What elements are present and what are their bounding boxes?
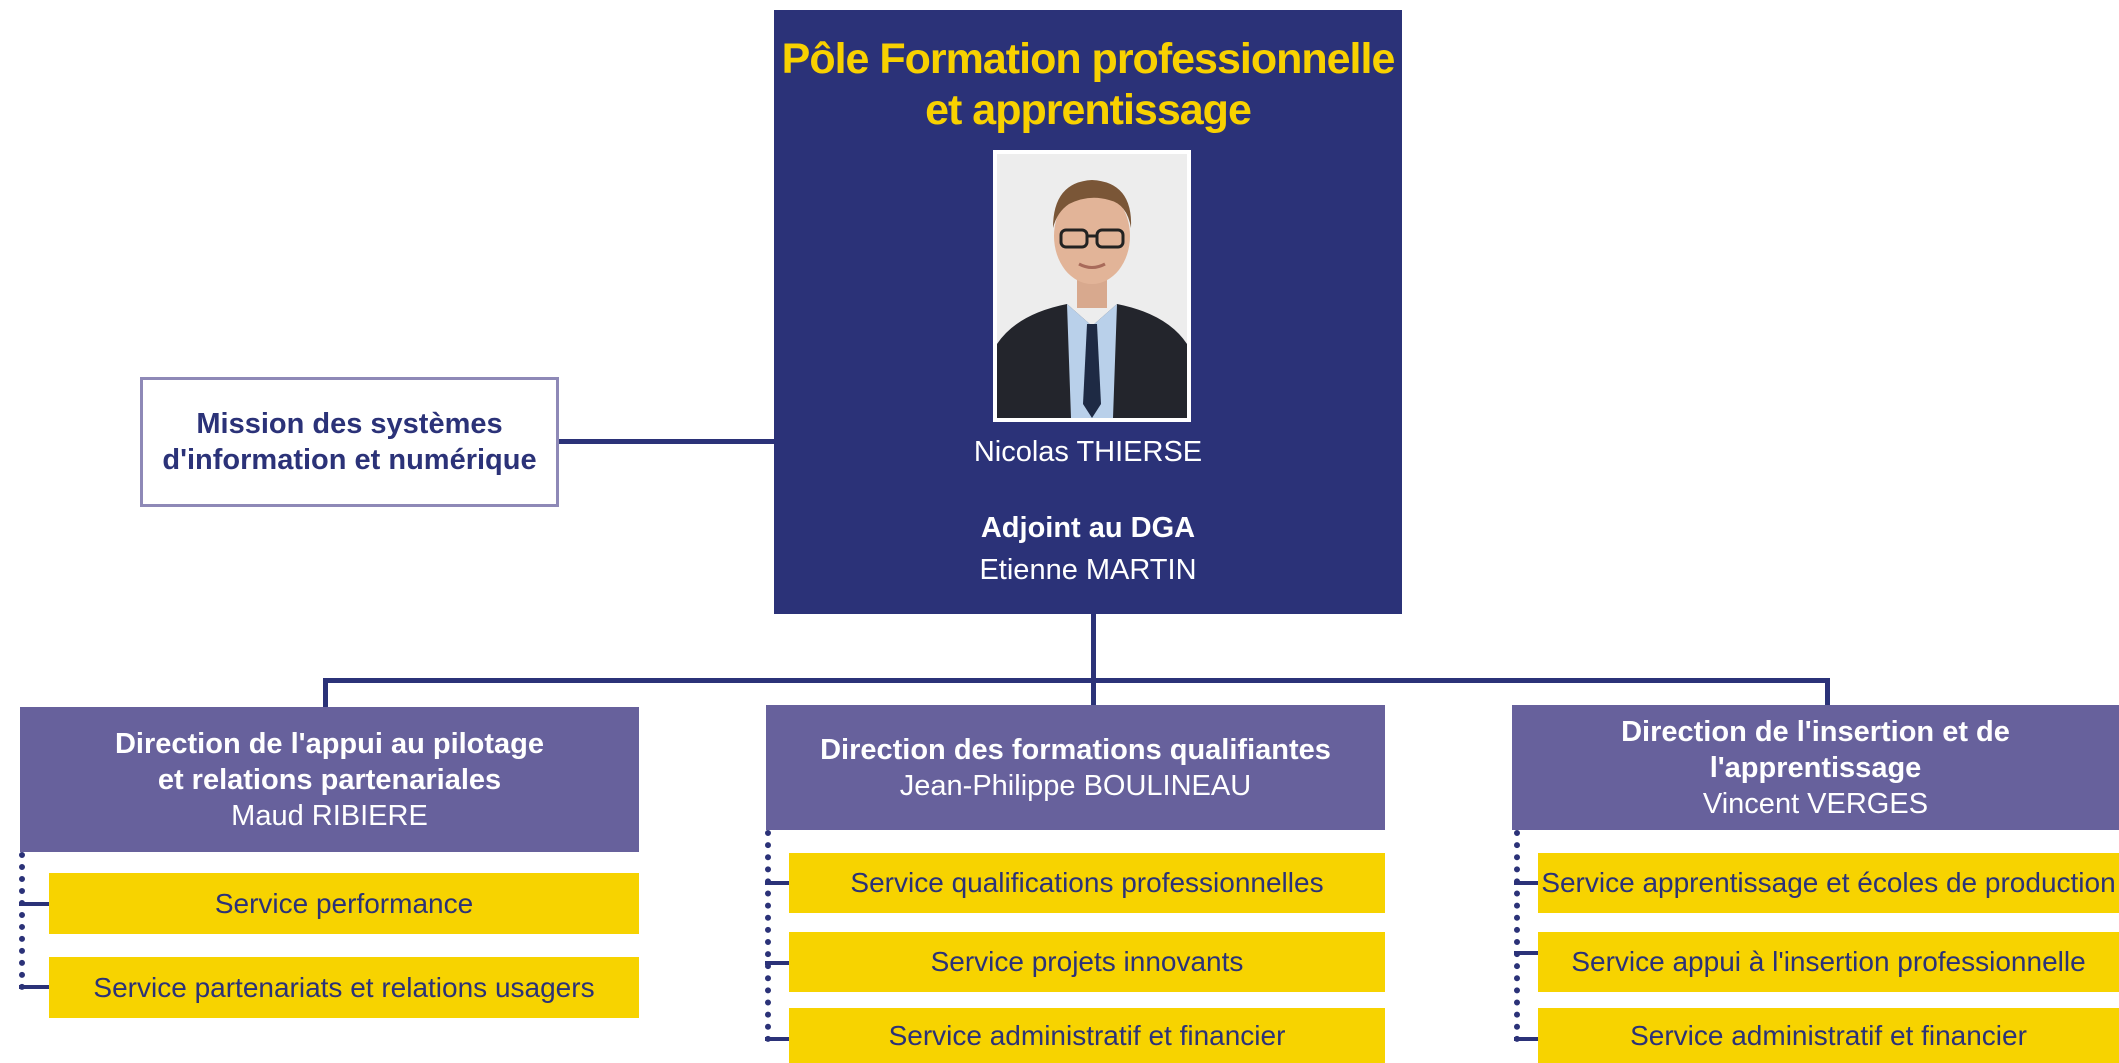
- service-box: Service administratif et financier: [1538, 1008, 2119, 1063]
- connector-horizontal-bus: [323, 678, 1830, 683]
- director-name: Nicolas THIERSE: [973, 436, 1203, 468]
- service-tick: [1514, 1037, 1538, 1041]
- dotted-connector-2: [765, 830, 771, 1042]
- service-tick: [19, 902, 49, 906]
- adjoint-name: Etienne MARTIN: [979, 554, 1197, 586]
- service-box: Service appui à l'insertion professionne…: [1538, 932, 2119, 992]
- service-tick: [19, 985, 49, 989]
- service-tick: [765, 881, 789, 885]
- pole-title-line2: et apprentissage: [925, 86, 1252, 134]
- direction-title-line1: Direction de l'insertion et de l'apprent…: [1621, 715, 2010, 784]
- service-tick: [1514, 881, 1538, 885]
- service-box: Service apprentissage et écoles de produ…: [1538, 853, 2119, 913]
- connector-mission: [559, 439, 774, 444]
- direction-box-formations: Direction des formations qualifiantes Je…: [766, 705, 1385, 830]
- direction-head: Maud RIBIERE: [231, 799, 428, 832]
- pole-title-line1: Pôle Formation professionnelle: [781, 35, 1396, 83]
- direction-box-pilotage: Direction de l'appui au pilotage et rela…: [20, 707, 639, 852]
- dotted-connector-3: [1514, 830, 1520, 1042]
- connector-drop-2: [1091, 678, 1096, 706]
- mission-box: Mission des systèmes d'information et nu…: [140, 377, 559, 507]
- mission-line1: Mission des systèmes: [196, 408, 503, 440]
- pole-box: Pôle Formation professionnelle et appren…: [774, 10, 1402, 614]
- direction-title-line1: Direction des formations qualifiantes: [820, 733, 1331, 766]
- director-photo: [993, 150, 1191, 422]
- service-box: Service projets innovants: [789, 932, 1385, 992]
- adjoint-title: Adjoint au DGA: [980, 512, 1196, 544]
- connector-pole-down: [1091, 614, 1096, 680]
- connector-drop-1: [323, 678, 328, 708]
- service-box: Service administratif et financier: [789, 1008, 1385, 1063]
- service-box: Service performance: [49, 873, 639, 934]
- connector-drop-3: [1825, 678, 1830, 706]
- service-box: Service partenariats et relations usager…: [49, 957, 639, 1018]
- direction-head: Jean-Philippe BOULINEAU: [899, 769, 1252, 802]
- pole-title: Pôle Formation professionnelle et appren…: [774, 34, 1402, 136]
- service-box: Service qualifications professionnelles: [789, 853, 1385, 913]
- director-portrait-image: [997, 154, 1187, 418]
- service-tick: [765, 961, 789, 965]
- service-tick: [1514, 951, 1538, 955]
- direction-box-insertion: Direction de l'insertion et de l'apprent…: [1512, 705, 2119, 830]
- mission-line2: d'information et numérique: [162, 444, 537, 476]
- direction-title-line2: et relations partenariales: [157, 763, 502, 796]
- direction-head: Vincent VERGES: [1702, 787, 1929, 820]
- dotted-connector-1: [19, 852, 25, 990]
- service-tick: [765, 1037, 789, 1041]
- direction-title-line1: Direction de l'appui au pilotage: [114, 727, 545, 760]
